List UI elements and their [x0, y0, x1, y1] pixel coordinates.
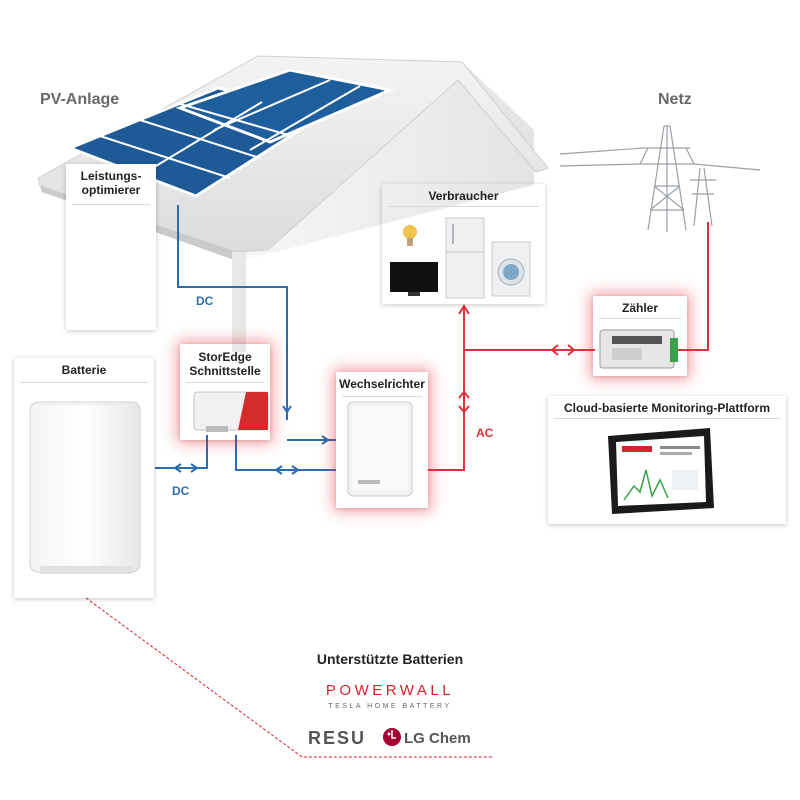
battery-card: Batterie [14, 358, 154, 598]
inverter-divider [342, 396, 422, 397]
cloud-card: Cloud-basierte Monitoring-Plattform [548, 396, 786, 524]
consumer-card: Verbraucher [382, 184, 545, 304]
appliances-icon [390, 217, 531, 299]
ac-lines [428, 222, 709, 471]
meter-title: Zähler [621, 301, 658, 315]
storedge-card: StorEdge Schnittstelle [180, 344, 270, 440]
optimizer-divider [72, 204, 150, 205]
tablet-monitoring-icon [608, 428, 714, 514]
meter-device-icon [599, 329, 678, 369]
consumer-divider [388, 206, 539, 207]
ac-label: AC [476, 426, 494, 440]
battery-divider [20, 382, 148, 383]
dc-label-lower: DC [172, 484, 190, 498]
netz-label: Netz [658, 91, 692, 108]
supported-batteries-heading: Unterstützte Batterien [316, 651, 464, 667]
battery-title: Batterie [61, 363, 107, 377]
powerwall-sub-logo: TESLA HOME BATTERY [328, 703, 452, 710]
storedge-title: StorEdge Schnittstelle [189, 350, 261, 378]
inverter-card: Wechselrichter [336, 372, 428, 508]
powerwall-logo: POWERWALL [325, 682, 455, 699]
consumer-title: Verbraucher [428, 189, 499, 203]
dc-lines [155, 205, 336, 475]
cloud-divider [554, 418, 780, 419]
battery-unit-icon [29, 401, 141, 574]
pv-label: PV-Anlage [40, 91, 120, 108]
battery-link-line [85, 597, 494, 758]
lg-logo-icon [383, 728, 401, 746]
inverter-device-icon [347, 401, 413, 497]
meter-card: Zähler [593, 296, 687, 376]
optimizer-title: Leistungs- optimierer [80, 169, 142, 197]
resu-logo: RESU [308, 728, 367, 748]
cloud-title: Cloud-basierte Monitoring-Plattform [564, 401, 770, 415]
storedge-device-icon [193, 391, 269, 432]
dc-label-upper: DC [196, 294, 214, 308]
lgchem-logo: LG Chem [404, 730, 471, 747]
inverter-title: Wechselrichter [339, 377, 425, 391]
storedge-divider [186, 382, 264, 383]
optimizer-card: Leistungs- optimierer [66, 164, 156, 330]
meter-divider [599, 318, 681, 319]
power-pylons [559, 125, 761, 232]
